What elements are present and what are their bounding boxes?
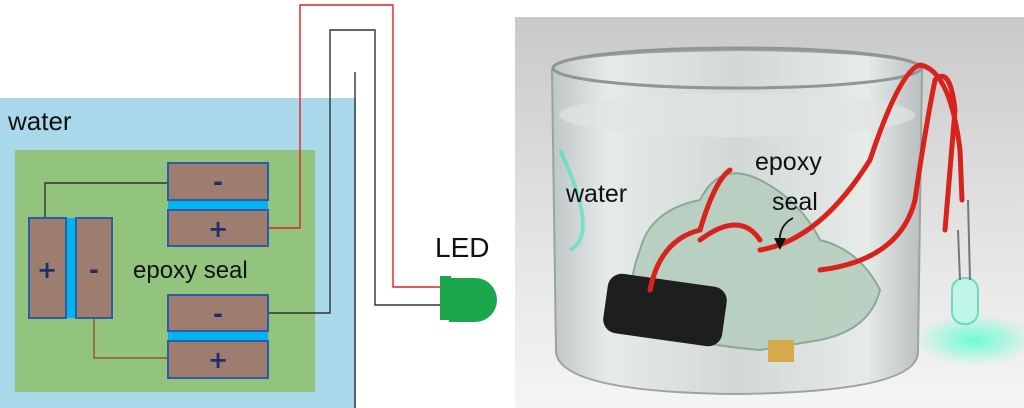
photo-red-wires bbox=[647, 62, 965, 293]
plate-left-outer bbox=[28, 217, 67, 319]
sign-left-outer: + bbox=[37, 256, 57, 284]
photo-seal-label-epoxy: epoxy bbox=[755, 148, 822, 176]
photo-water-label: water bbox=[565, 180, 627, 208]
plate-bottom-lower bbox=[167, 340, 269, 379]
black-wire bbox=[266, 29, 440, 314]
photo-led bbox=[951, 199, 979, 325]
plate-top-upper bbox=[167, 162, 269, 201]
separator-top bbox=[168, 201, 268, 209]
separator-left bbox=[67, 218, 75, 318]
water-label: water bbox=[7, 106, 72, 136]
led-icon bbox=[440, 276, 497, 322]
sign-top-lower: + bbox=[208, 215, 228, 243]
sign-left-inner: - bbox=[89, 256, 99, 284]
plate-bottom-upper bbox=[167, 294, 269, 332]
black-wire-left bbox=[44, 182, 170, 218]
red-wire bbox=[266, 4, 440, 288]
epoxy-seal-label: epoxy seal bbox=[133, 257, 248, 284]
plate-top-lower bbox=[167, 209, 269, 247]
red-wire-left bbox=[93, 318, 170, 359]
sign-bottom-lower: + bbox=[208, 346, 228, 374]
plate-left-inner bbox=[75, 217, 113, 319]
led-label: LED bbox=[435, 232, 489, 263]
beaker-photo: water epoxy seal bbox=[515, 17, 1024, 408]
sign-bottom-upper: - bbox=[213, 300, 223, 328]
separator-bottom bbox=[168, 332, 268, 340]
schematic-diagram: water - + + - epoxy seal - + LED bbox=[0, 4, 497, 408]
photo-seal-label-seal: seal bbox=[772, 188, 818, 216]
sign-top-upper: - bbox=[213, 168, 223, 196]
